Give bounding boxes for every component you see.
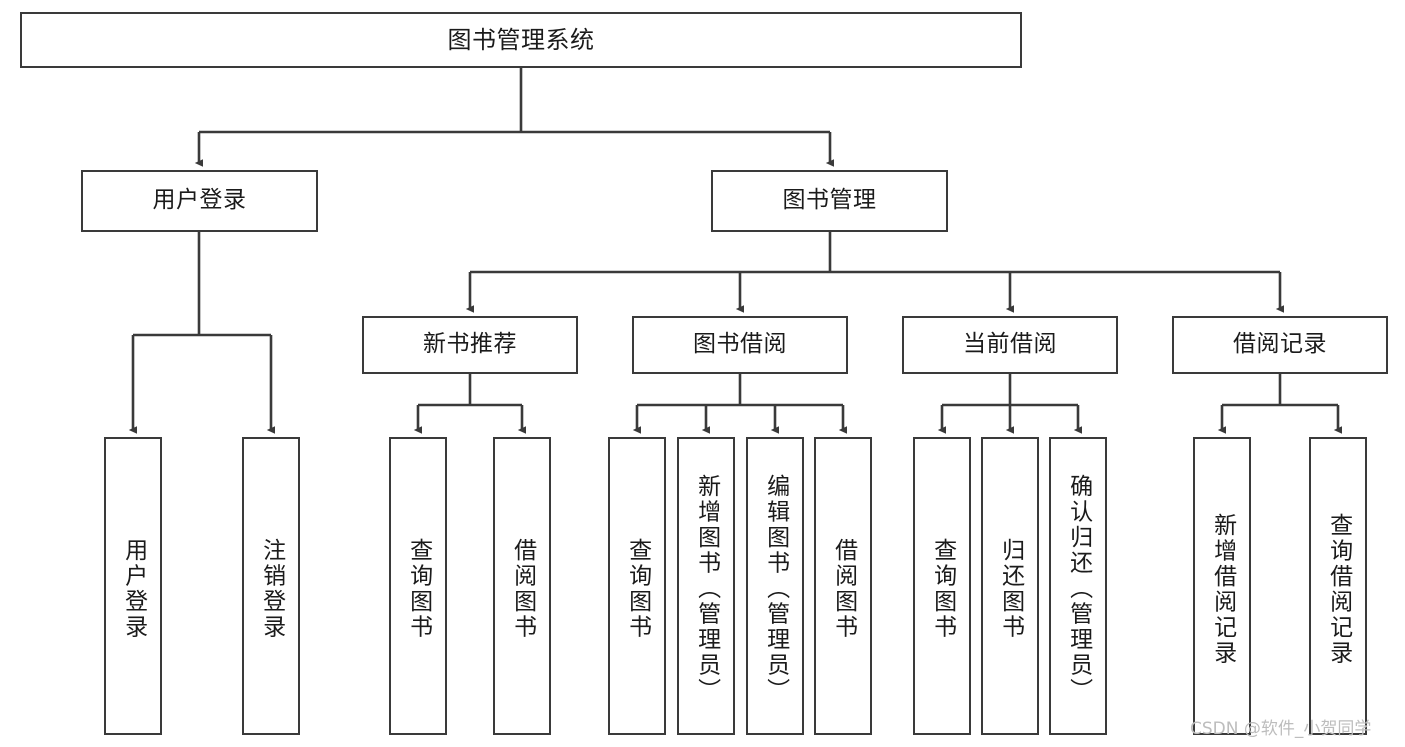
node-leaf-query-book-3[interactable]: 查询图书: [913, 437, 971, 735]
node-book-borrow[interactable]: 图书借阅: [632, 316, 848, 374]
node-leaf-query-book-1-label: 查询图书: [405, 538, 432, 640]
node-leaf-user-login[interactable]: 用户登录: [104, 437, 162, 735]
node-leaf-query-book-1[interactable]: 查询图书: [389, 437, 447, 735]
node-new-book-recommend[interactable]: 新书推荐: [362, 316, 578, 374]
node-leaf-query-record-label: 查询借阅记录: [1325, 512, 1352, 666]
node-leaf-return-book[interactable]: 归还图书: [981, 437, 1039, 735]
node-leaf-user-logout[interactable]: 注销登录: [242, 437, 300, 735]
node-leaf-query-book-2-label: 查询图书: [624, 538, 651, 640]
node-leaf-add-record-label: 新增借阅记录: [1209, 512, 1236, 666]
node-leaf-user-login-label: 用户登录: [120, 538, 147, 640]
node-leaf-return-book-label: 归还图书: [997, 538, 1024, 640]
node-leaf-query-book-3-label: 查询图书: [929, 538, 956, 640]
node-current-borrow-label: 当前借阅: [963, 331, 1057, 358]
node-user-login-label: 用户登录: [152, 187, 247, 214]
node-new-book-recommend-label: 新书推荐: [423, 331, 517, 358]
node-leaf-borrow-book-2[interactable]: 借阅图书: [814, 437, 872, 735]
node-leaf-edit-book-label: 编辑图书（管理员）: [762, 474, 789, 704]
node-leaf-query-book-2[interactable]: 查询图书: [608, 437, 666, 735]
node-book-borrow-label: 图书借阅: [693, 331, 787, 358]
node-leaf-confirm-return[interactable]: 确认归还（管理员）: [1049, 437, 1107, 735]
node-leaf-borrow-book-2-label: 借阅图书: [830, 538, 857, 640]
node-leaf-add-book[interactable]: 新增图书（管理员）: [677, 437, 735, 735]
csdn-watermark: CSDN @软件_小贺同学: [1190, 719, 1372, 739]
node-borrow-record-label: 借阅记录: [1233, 331, 1327, 358]
node-leaf-borrow-book-1[interactable]: 借阅图书: [493, 437, 551, 735]
node-leaf-query-record[interactable]: 查询借阅记录: [1309, 437, 1367, 735]
node-leaf-add-book-label: 新增图书（管理员）: [693, 474, 720, 704]
node-leaf-user-logout-label: 注销登录: [258, 538, 285, 640]
node-book-manage-label: 图书管理: [782, 187, 877, 214]
node-root[interactable]: 图书管理系统: [20, 12, 1022, 68]
node-leaf-add-record[interactable]: 新增借阅记录: [1193, 437, 1251, 735]
node-leaf-confirm-return-label: 确认归还（管理员）: [1065, 474, 1092, 704]
node-borrow-record[interactable]: 借阅记录: [1172, 316, 1388, 374]
node-leaf-edit-book[interactable]: 编辑图书（管理员）: [746, 437, 804, 735]
node-root-label: 图书管理系统: [447, 25, 595, 54]
node-user-login[interactable]: 用户登录: [81, 170, 318, 232]
node-leaf-borrow-book-1-label: 借阅图书: [509, 538, 536, 640]
node-book-manage[interactable]: 图书管理: [711, 170, 948, 232]
node-current-borrow[interactable]: 当前借阅: [902, 316, 1118, 374]
